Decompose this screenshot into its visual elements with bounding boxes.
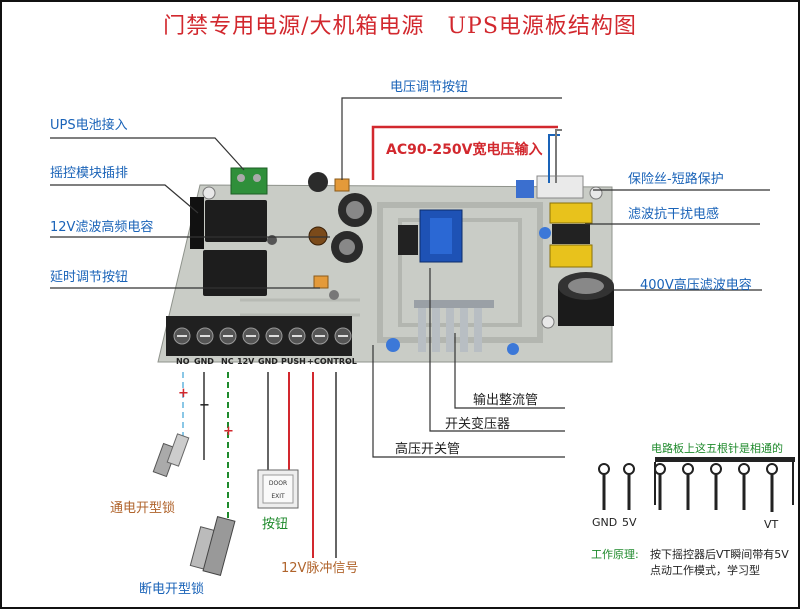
label-filter-inductor: 滤波抗干扰电感	[628, 203, 719, 222]
blue-cap	[507, 343, 519, 355]
label-voltage-adjust: 电压调节按钮	[390, 76, 468, 95]
ups-battery-connector	[231, 168, 267, 194]
terminal-label: NC	[221, 357, 234, 366]
power-on-lock	[153, 434, 188, 477]
label-remote-module: 摇控模块插排	[50, 162, 128, 181]
pin-header-caption: 电路板上这五根针是相通的	[651, 440, 783, 456]
exit-button-device: DOOR EXIT	[258, 470, 298, 508]
capacitor-400v	[558, 272, 614, 326]
label-400v-capacitor: 400V高压滤波电容	[640, 274, 752, 293]
terminal-label: GND	[258, 357, 278, 366]
polarity-plus: +	[223, 424, 234, 439]
label-lock-power-off: 断电开型锁	[139, 578, 204, 597]
work-principle-line1: 按下摇控器后VT瞬间带有5V	[650, 546, 789, 562]
polarity-plus: +	[178, 386, 189, 401]
terminal-label: CONTROL	[314, 357, 357, 366]
polarity-minus: −	[199, 398, 210, 413]
exit-button-text: DOOR	[269, 480, 287, 487]
exit-button-text: EXIT	[271, 493, 285, 500]
power-off-lock	[190, 517, 235, 576]
label-12v-capacitor: 12V滤波高频电容	[50, 216, 153, 235]
toroid	[309, 227, 327, 245]
terminal-label: GND	[194, 357, 214, 366]
blue-cap	[386, 338, 400, 352]
terminal-label: -	[346, 357, 349, 366]
work-principle-line2: 点动工作模式，学习型	[650, 562, 760, 578]
work-principle-title: 工作原理:	[591, 546, 639, 562]
label-lock-power-on: 通电开型锁	[110, 497, 175, 516]
terminal-block	[166, 316, 352, 356]
label-output-rectifier: 输出整流管	[473, 389, 538, 408]
pin-gnd-label: GND	[592, 516, 617, 529]
label-button: 按钮	[262, 513, 288, 532]
label-ac-input: AC90-250V宽电压输入	[386, 139, 542, 159]
voltage-pot	[335, 179, 349, 191]
label-ups-battery: UPS电池接入	[50, 114, 128, 133]
label-delay-adjust: 延时调节按钮	[50, 266, 128, 285]
remote-module-header	[190, 197, 204, 249]
terminal-label: 12V	[237, 357, 254, 366]
filter-inductors	[550, 203, 592, 267]
label-pulse-signal: 12V脉冲信号	[281, 557, 358, 576]
heatsink	[414, 300, 494, 352]
terminal-label: NO	[176, 357, 190, 366]
pin-5v-label: 5V	[622, 516, 637, 529]
label-fuse: 保险丝-短路保护	[628, 168, 724, 187]
delay-pot	[314, 276, 328, 288]
pin-vt-label: VT	[764, 518, 778, 531]
label-switch-transformer: 开关变压器	[445, 413, 510, 432]
label-hv-switch: 高压开关管	[395, 438, 460, 457]
blue-cap	[539, 227, 551, 239]
terminal-label: PUSH	[281, 357, 306, 366]
pin-header-diagram	[599, 457, 795, 512]
terminal-label: +	[307, 357, 314, 366]
